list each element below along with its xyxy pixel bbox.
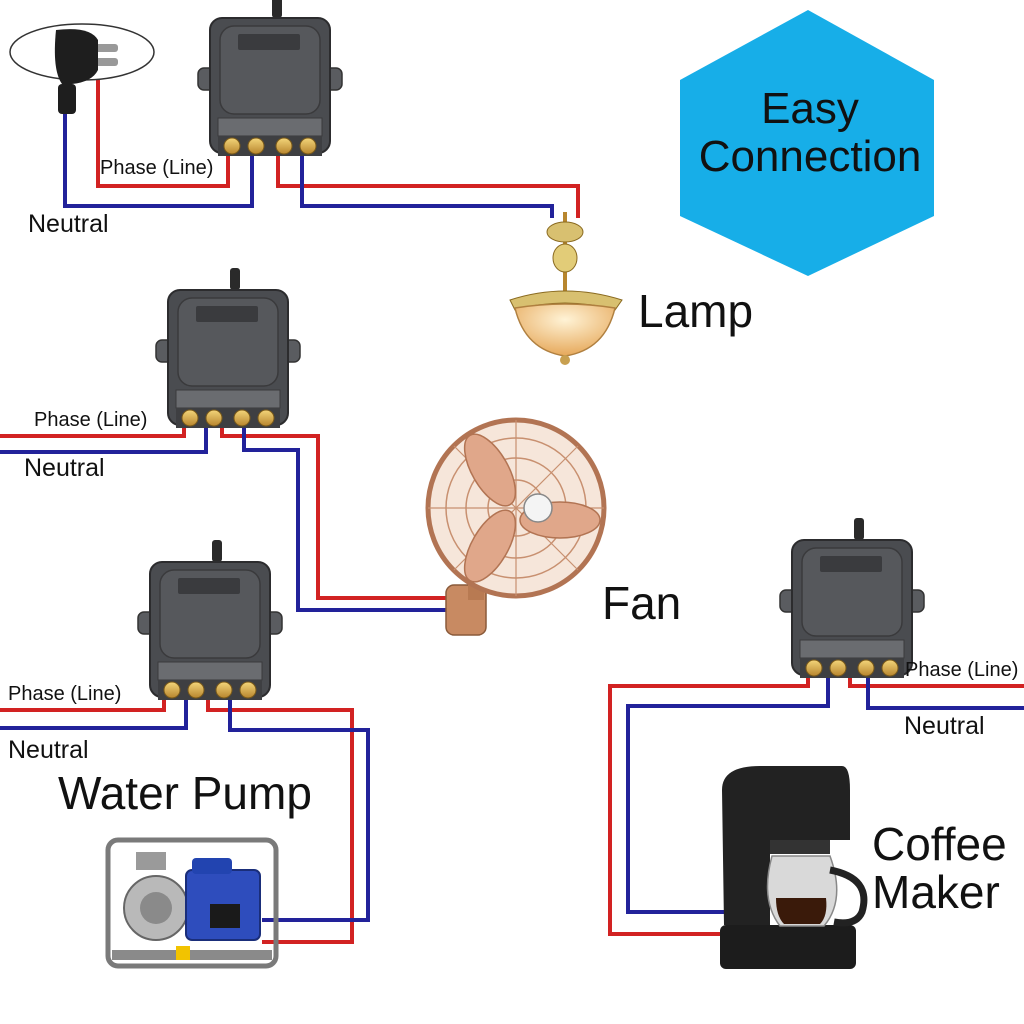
water-pump-label: Water Pump xyxy=(58,767,312,819)
phase-wire xyxy=(96,80,230,188)
neutral-label: Neutral xyxy=(8,736,89,764)
wires-top xyxy=(63,80,580,218)
phase-wire xyxy=(206,690,354,944)
phase-line-label: Phase (Line) xyxy=(34,409,148,431)
neutral-label: Neutral xyxy=(28,210,109,238)
neutral-wire xyxy=(626,665,830,914)
wall-fan-icon xyxy=(425,417,607,636)
neutral-wire xyxy=(242,410,448,612)
coffee-maker-icon xyxy=(720,766,868,969)
coffee-maker-label: Coffee Maker xyxy=(872,820,1007,916)
neutral-label: Neutral xyxy=(904,712,985,740)
phase-wire xyxy=(608,665,810,936)
relay-module-icon xyxy=(137,539,283,701)
neutral-label: Neutral xyxy=(24,454,105,482)
phase-wire xyxy=(276,155,580,218)
neutral-wire xyxy=(0,690,188,730)
badge-text: Easy Connection xyxy=(680,85,940,181)
phase-line-label: Phase (Line) xyxy=(905,659,1019,681)
lamp-label: Lamp xyxy=(638,285,754,337)
chandelier-icon xyxy=(509,212,623,365)
badge-line-2: Connection xyxy=(698,132,922,181)
water-pump-icon xyxy=(105,837,279,969)
badge-line-1: Easy xyxy=(761,84,859,133)
easy-connection-badge xyxy=(680,10,934,276)
phase-line-label: Phase (Line) xyxy=(100,157,214,179)
coffee-maker-line-1: Coffee xyxy=(872,818,1007,870)
neutral-wire xyxy=(228,690,370,922)
relay-module-icon xyxy=(779,517,925,679)
power-plug-icon xyxy=(9,23,155,114)
neutral-wire xyxy=(63,110,254,208)
relay-module-icon xyxy=(155,267,301,429)
neutral-wire xyxy=(300,155,554,218)
phase-line-label: Phase (Line) xyxy=(8,683,122,705)
coffee-maker-line-2: Maker xyxy=(872,866,1000,918)
relay-module-icon xyxy=(197,0,343,157)
neutral-wire xyxy=(866,665,1024,710)
fan-label: Fan xyxy=(602,577,682,629)
